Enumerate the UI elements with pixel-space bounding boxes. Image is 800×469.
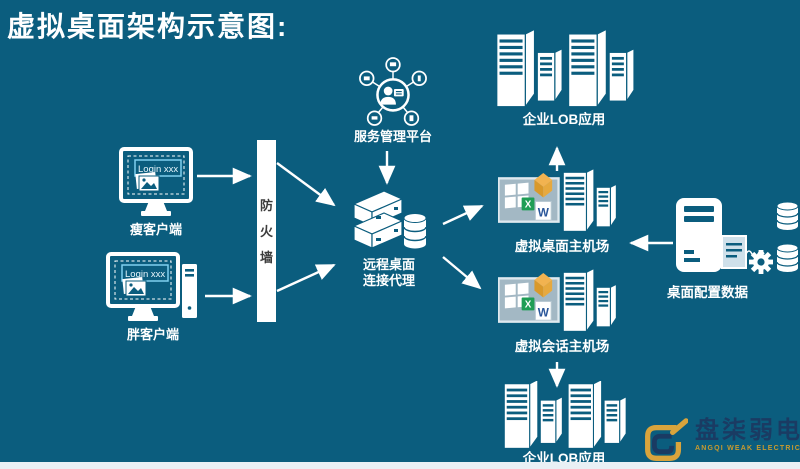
firewall-char: 墙 (259, 249, 273, 265)
fat-client-monitor-icon: Login xxx (106, 252, 197, 321)
excel-icon: X (521, 197, 535, 210)
thin-client-monitor-icon: Login xxx (119, 147, 193, 216)
service-platform-icon (359, 57, 427, 126)
database-cylinder-icon (403, 213, 427, 249)
firewall-char: 火 (259, 223, 273, 239)
firewall-char: 防 (259, 197, 273, 213)
svg-text:X: X (525, 199, 532, 210)
node-fat-client: Login xxx 胖客户端 (98, 252, 208, 343)
lob-servers-icon (503, 378, 627, 450)
thin-client-label: 瘦客户端 (129, 222, 182, 237)
node-config-data: 桌面配置数据 (663, 196, 800, 302)
svg-text:W: W (538, 305, 550, 319)
node-lob-top: 企业LOB应用 (493, 27, 635, 129)
app-box-icon (534, 172, 553, 198)
node-lob-bottom: 企业LOB应用 (493, 378, 635, 468)
config-data-icon (676, 198, 799, 274)
logo-name: 盘柒弱电 (695, 417, 800, 444)
svg-text:W: W (538, 205, 550, 219)
photo-icon (122, 276, 147, 297)
fat-client-label: 胖客户端 (126, 327, 179, 342)
arrow (442, 256, 482, 290)
broker-servers-icon (352, 190, 427, 249)
vdi-pool-label: 虚拟桌面主机场 (514, 239, 610, 254)
broker-label-line1: 远程桌面 (362, 257, 415, 272)
lob-top-label: 企业LOB应用 (522, 112, 606, 127)
server-tower-pair (562, 267, 617, 334)
vdi-pool-icon: X W (498, 167, 617, 234)
server-tower-pair (562, 167, 617, 234)
document-icon (721, 235, 747, 269)
page-title: 虚拟桌面架构示意图: (7, 11, 289, 42)
server-tower-pair (568, 28, 634, 109)
word-icon: W (534, 201, 552, 221)
pc-tower-icon (182, 264, 197, 318)
arrow (276, 162, 336, 207)
login-screen-text: Login xxx (138, 164, 178, 175)
server-tower-pair (503, 378, 563, 450)
service-platform-label: 服务管理平台 (353, 129, 432, 144)
node-broker: 远程桌面 连接代理 (350, 186, 428, 290)
arrow (442, 204, 484, 226)
footer-strip (0, 462, 800, 469)
company-logo: 盘柒弱电 ANGQI WEAK ELECTRICITY (640, 417, 800, 466)
config-data-label: 桌面配置数据 (667, 285, 748, 300)
server-tower-pair (496, 28, 563, 109)
windows-flag-icon (504, 282, 529, 309)
node-thin-client: Login xxx 瘦客户端 (102, 147, 210, 238)
firewall-bar: 防 火 墙 (257, 140, 276, 322)
node-session-pool: X W 虚拟会话主机场 (498, 266, 626, 356)
session-pool-label: 虚拟会话主机场 (514, 339, 610, 354)
logo-subtitle: ANGQI WEAK ELECTRICITY (695, 445, 800, 453)
photo-icon (135, 171, 160, 192)
database-cylinder-icon (776, 201, 799, 230)
database-cylinder-icon (776, 243, 799, 272)
gear-icon (749, 250, 773, 274)
app-box-icon (534, 272, 553, 298)
session-pool-icon: X W (498, 267, 617, 334)
server-tower-pair (567, 378, 627, 450)
node-vdi-pool: X W 虚拟桌面主机场 (498, 166, 626, 256)
config-server-icon (676, 198, 722, 272)
excel-icon: X (521, 297, 535, 310)
arrow (276, 263, 336, 293)
node-service-platform: 服务管理平台 (350, 56, 436, 145)
lob-servers-icon (496, 28, 634, 109)
logo-swirl-icon (645, 418, 688, 461)
broker-label-line2: 连接代理 (362, 273, 415, 289)
word-icon: W (534, 301, 552, 321)
login-screen-text: Login xxx (125, 269, 165, 280)
svg-text:X: X (525, 299, 532, 310)
